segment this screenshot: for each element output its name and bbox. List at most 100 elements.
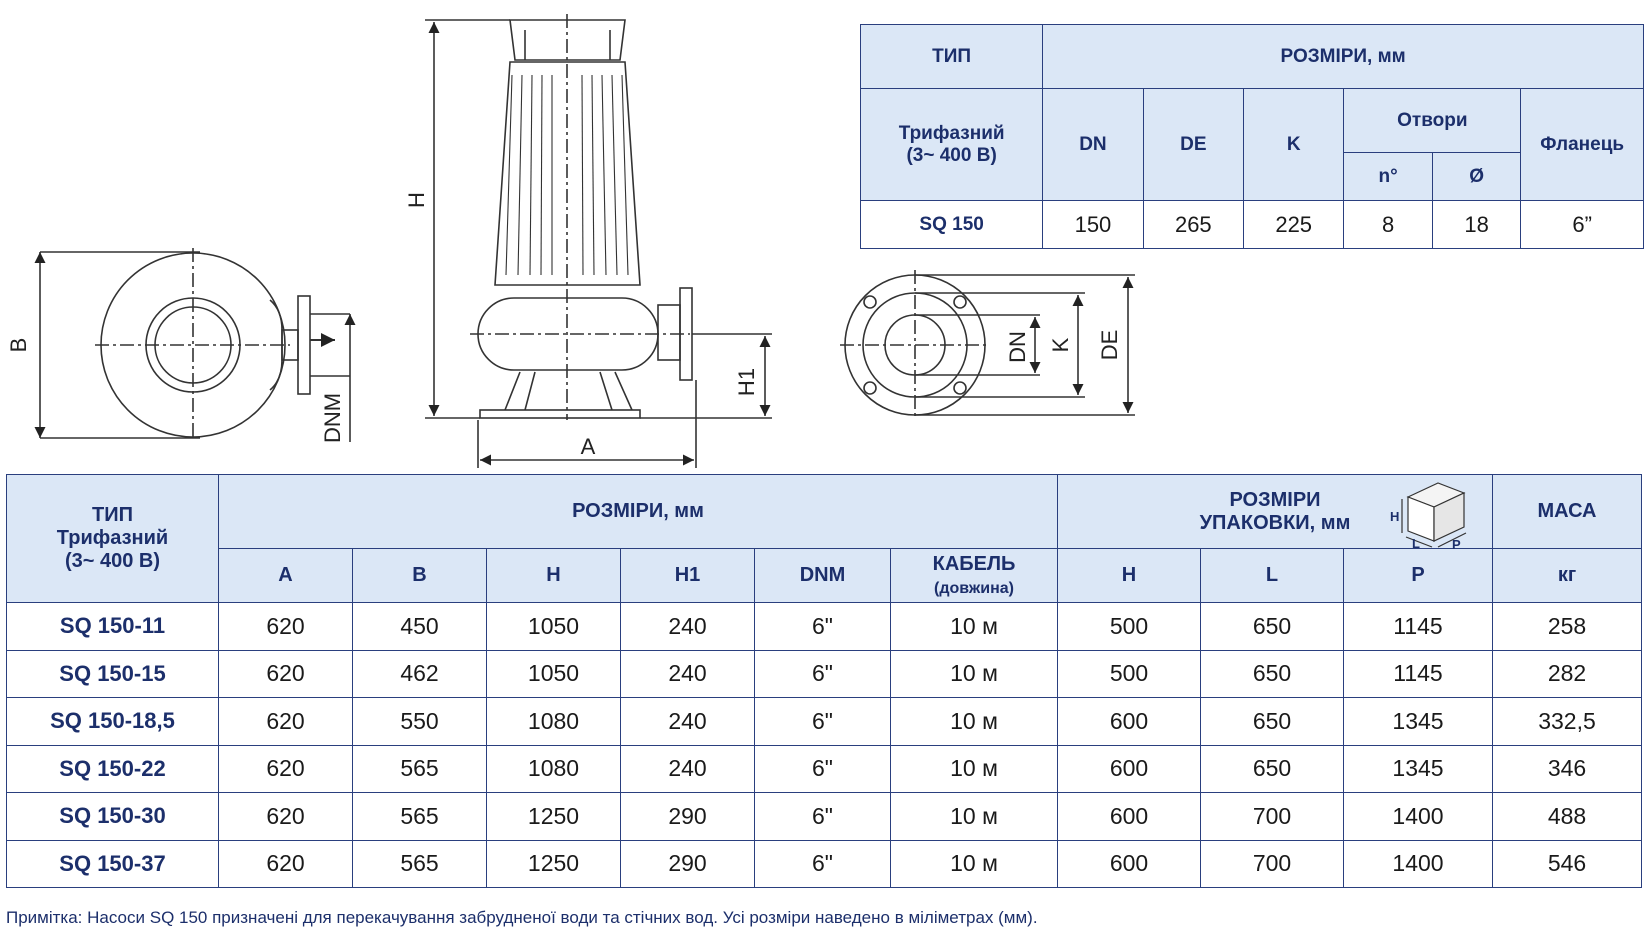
cell-pl: 650	[1200, 744, 1344, 793]
col-pack-h: H	[1057, 548, 1201, 603]
main-type-line2: Трифазний	[56, 527, 169, 549]
col-flange: Фланець	[1520, 88, 1644, 201]
top-type-header: ТИП	[859, 24, 1044, 89]
cell-dnm: 6"	[754, 697, 891, 746]
label-dnm: DNM	[320, 393, 345, 443]
cell-b: 462	[352, 649, 487, 698]
cell-h1: 240	[620, 697, 755, 746]
main-type-header: ТИП Трифазний (3~ 400 В)	[6, 474, 219, 603]
label-de: DE	[1097, 330, 1122, 361]
cell-pl: 650	[1200, 649, 1344, 698]
cell-mass: 346	[1492, 744, 1642, 793]
cell-mass: 546	[1492, 839, 1642, 888]
col-kg: кг	[1492, 548, 1642, 603]
cell-h1: 290	[620, 839, 755, 888]
label-k: K	[1048, 337, 1073, 352]
footnote: Примітка: Насоси SQ 150 призначені для п…	[6, 908, 1038, 927]
cell-h: 1050	[486, 602, 621, 651]
col-cable-line1: КАБЕЛЬ	[932, 552, 1016, 575]
top-type-sub-line2: (3~ 400 В)	[906, 144, 997, 166]
main-pack-line2: УПАКОВКИ, мм	[1199, 511, 1351, 534]
cell-a: 620	[218, 649, 353, 698]
label-b: B	[6, 338, 31, 353]
top-row-d: 18	[1431, 200, 1522, 249]
cell-pp: 1345	[1343, 744, 1493, 793]
cell-type: SQ 150-30	[6, 792, 219, 841]
col-n: n°	[1343, 152, 1433, 201]
cell-type: SQ 150-18,5	[6, 697, 219, 746]
cell-a: 620	[218, 744, 353, 793]
col-de: DE	[1142, 88, 1245, 201]
cell-ph: 500	[1057, 602, 1201, 651]
cell-a: 620	[218, 839, 353, 888]
col-cable: КАБЕЛЬ (довжина)	[890, 548, 1058, 603]
top-type-sub-line1: Трифазний	[898, 122, 1005, 144]
cell-b: 550	[352, 697, 487, 746]
cell-pl: 650	[1200, 697, 1344, 746]
cell-cable: 10 м	[890, 792, 1058, 841]
col-k: K	[1242, 88, 1345, 201]
top-row-flange: 6”	[1520, 200, 1644, 249]
cell-cable: 10 м	[890, 697, 1058, 746]
top-type-subheader: Трифазний (3~ 400 В)	[859, 88, 1044, 201]
col-pack-l: L	[1200, 548, 1344, 603]
label-dn: DN	[1005, 331, 1030, 363]
cell-mass: 488	[1492, 792, 1642, 841]
cell-type: SQ 150-22	[6, 744, 219, 793]
cell-pp: 1145	[1343, 649, 1493, 698]
label-h: H	[404, 192, 429, 208]
cell-cable: 10 м	[890, 602, 1058, 651]
cell-h: 1080	[486, 744, 621, 793]
cell-pl: 700	[1200, 839, 1344, 888]
top-dims-header: РОЗМІРИ, мм	[1042, 24, 1644, 89]
cell-h: 1250	[486, 839, 621, 888]
cell-mass: 258	[1492, 602, 1642, 651]
col-h: H	[486, 548, 621, 603]
label-h1: H1	[734, 368, 759, 396]
cell-ph: 600	[1057, 697, 1201, 746]
pump-side-view	[425, 14, 772, 468]
cell-type: SQ 150-37	[6, 839, 219, 888]
cell-type: SQ 150-11	[6, 602, 219, 651]
cell-mass: 332,5	[1492, 697, 1642, 746]
cell-a: 620	[218, 697, 353, 746]
main-type-line3: (3~ 400 В)	[64, 550, 161, 572]
col-pack-p: P	[1343, 548, 1493, 603]
top-row-dn: 150	[1042, 200, 1144, 249]
cell-pp: 1145	[1343, 602, 1493, 651]
cell-dnm: 6"	[754, 744, 891, 793]
cell-h1: 240	[620, 744, 755, 793]
cell-dnm: 6"	[754, 792, 891, 841]
col-h1: H1	[620, 548, 755, 603]
pkg-p-label: P	[1452, 537, 1461, 549]
main-dims-header: РОЗМІРИ, мм	[218, 474, 1058, 549]
pump-dimensions-table: ТИП Трифазний (3~ 400 В) РОЗМІРИ, мм РОЗ…	[6, 474, 1642, 888]
cell-h: 1050	[486, 649, 621, 698]
col-d: Ø	[1431, 152, 1522, 201]
cell-ph: 600	[1057, 792, 1201, 841]
cell-h: 1080	[486, 697, 621, 746]
label-a: A	[581, 434, 596, 459]
cell-dnm: 6"	[754, 602, 891, 651]
cell-dnm: 6"	[754, 839, 891, 888]
cell-h: 1250	[486, 792, 621, 841]
col-dn: DN	[1042, 88, 1144, 201]
cell-cable: 10 м	[890, 649, 1058, 698]
main-mass-header: МАСА	[1492, 474, 1642, 549]
cell-pp: 1400	[1343, 792, 1493, 841]
col-dnm: DNM	[754, 548, 891, 603]
pump-top-view	[34, 248, 356, 442]
pkg-h-label: H	[1390, 509, 1399, 524]
cell-b: 565	[352, 792, 487, 841]
package-box-icon: H L P	[1390, 482, 1467, 549]
top-row-k: 225	[1242, 200, 1345, 249]
cell-type: SQ 150-15	[6, 649, 219, 698]
main-pack-header: РОЗМІРИ УПАКОВКИ, мм H L P	[1057, 474, 1493, 549]
col-cable-line2: (довжина)	[934, 579, 1014, 597]
main-type-line1: ТИП	[92, 504, 133, 526]
cell-b: 450	[352, 602, 487, 651]
